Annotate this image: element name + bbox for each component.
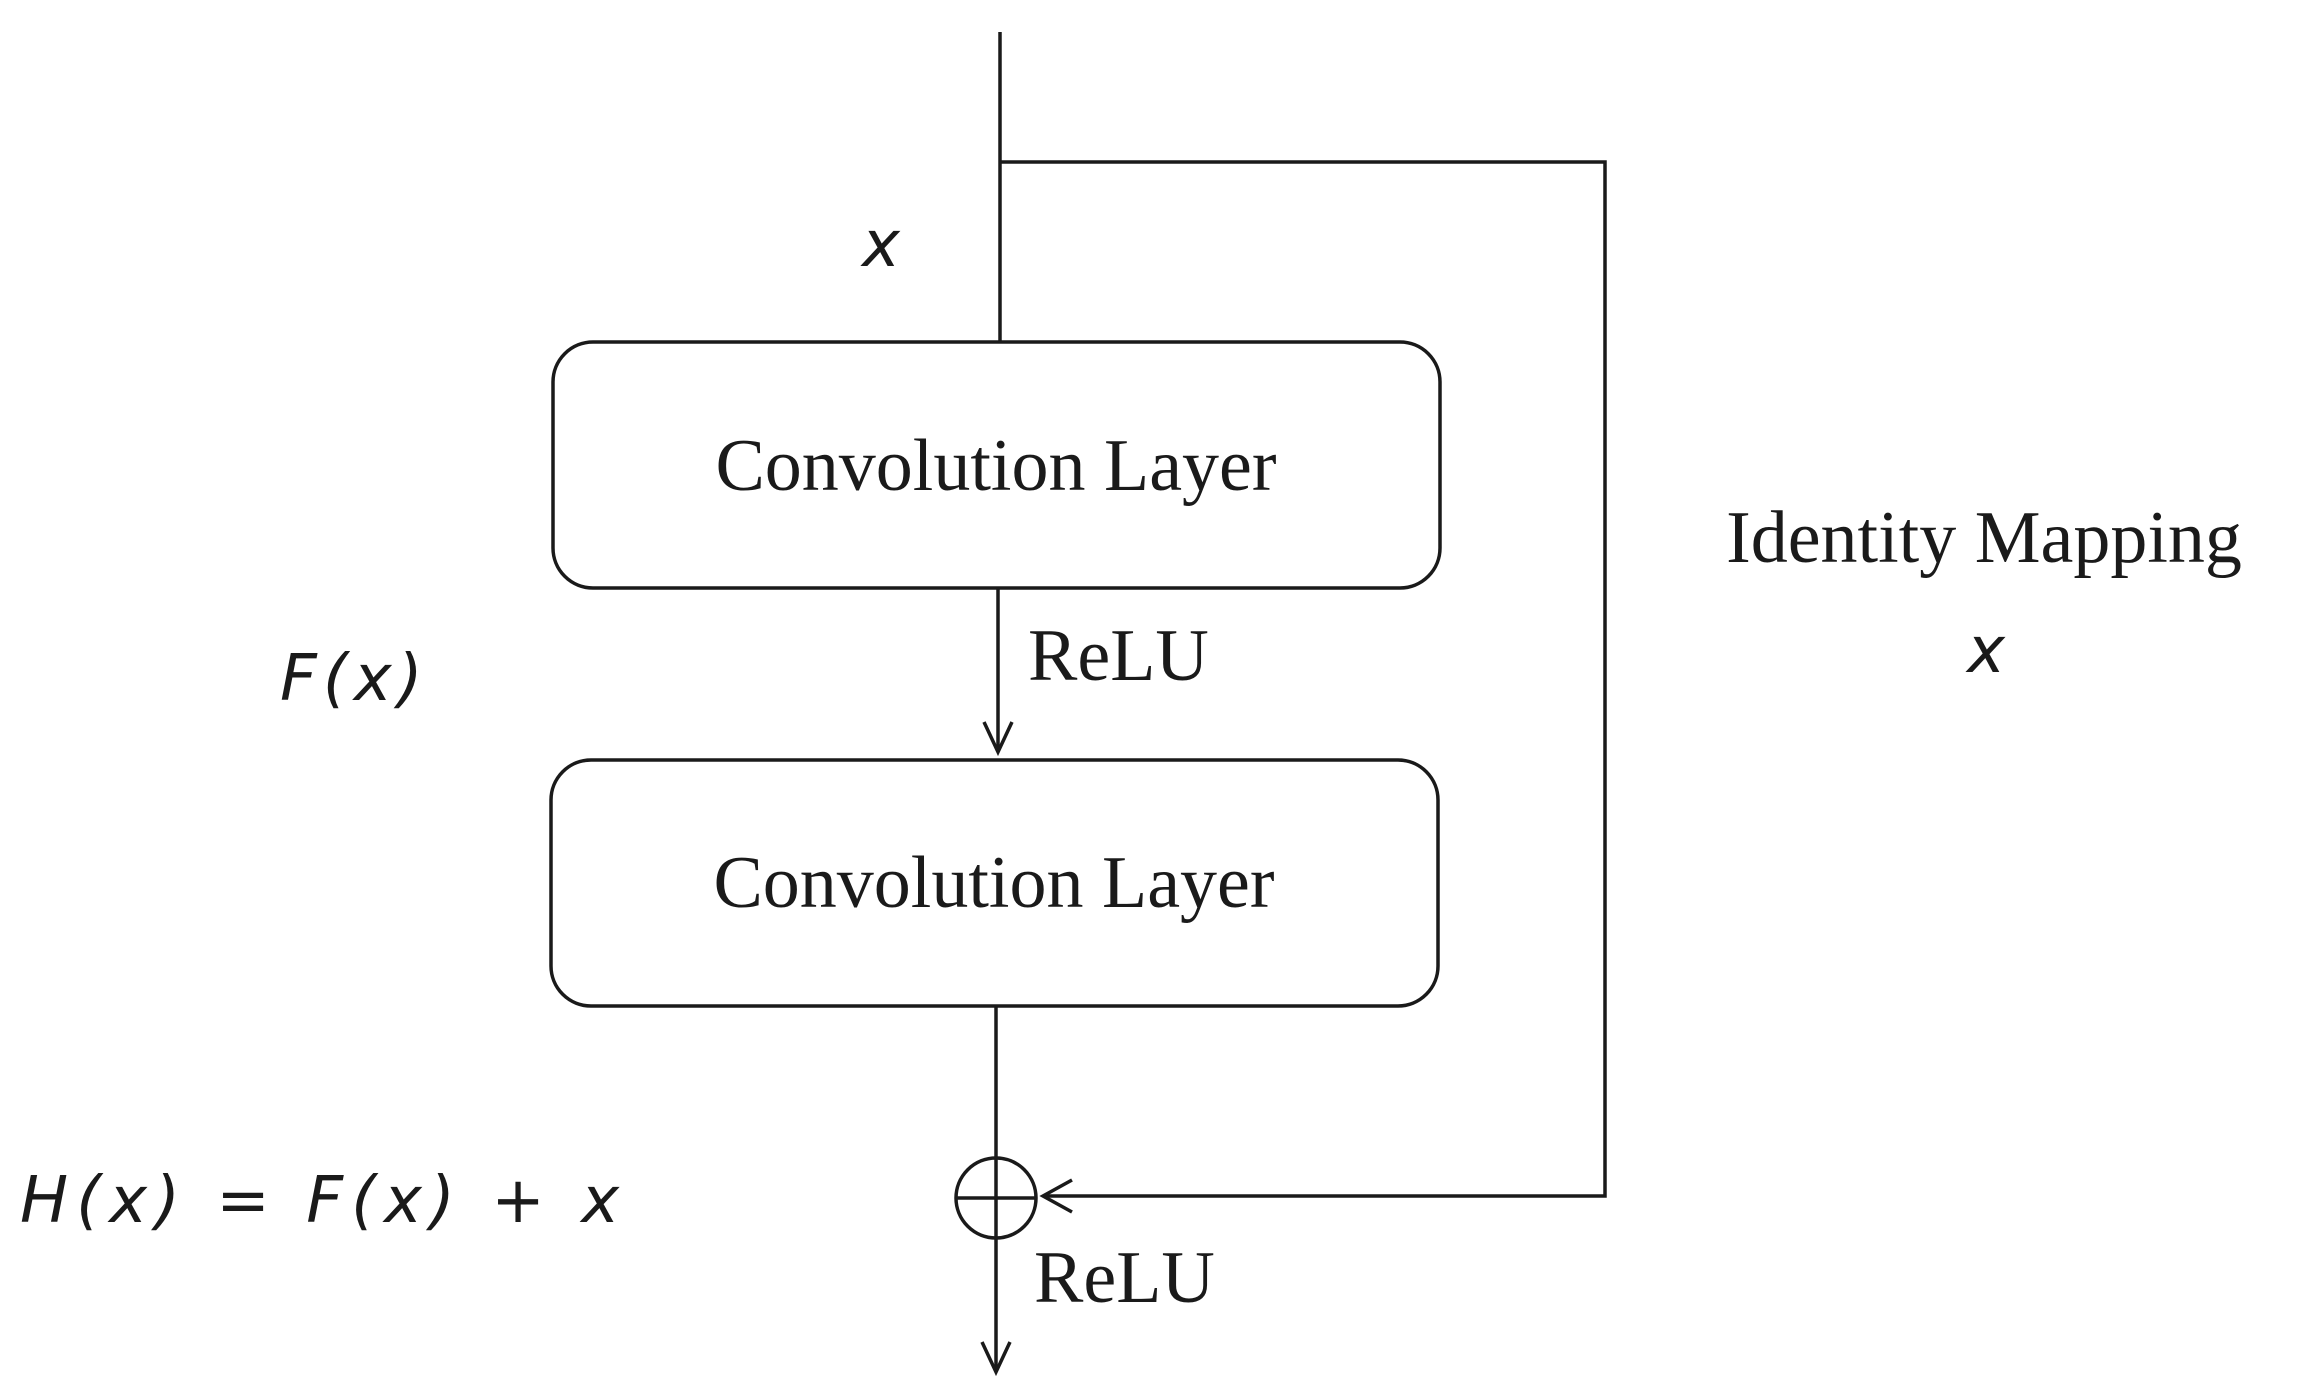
residual-function-label: F(x)	[280, 642, 429, 716]
convolution-layer-1-label: Convolution Layer	[715, 425, 1276, 507]
identity-skip-connection	[1000, 160, 1607, 1198]
output-equation-label: H(x) = F(x) + x	[20, 1164, 627, 1238]
skip-arrowhead	[1039, 1178, 1073, 1214]
relu-output-label: ReLU	[1034, 1237, 1215, 1319]
identity-mapping-label: Identity Mapping	[1726, 497, 2242, 579]
input-x-label: x	[860, 208, 901, 282]
identity-x-label: x	[1965, 614, 2006, 688]
addition-node-icon	[954, 1156, 1038, 1240]
convolution-layer-2-label: Convolution Layer	[713, 842, 1274, 924]
relu-middle-label: ReLU	[1028, 615, 1209, 697]
relu-arrowhead	[982, 721, 1014, 757]
output-arrowhead	[980, 1341, 1012, 1377]
